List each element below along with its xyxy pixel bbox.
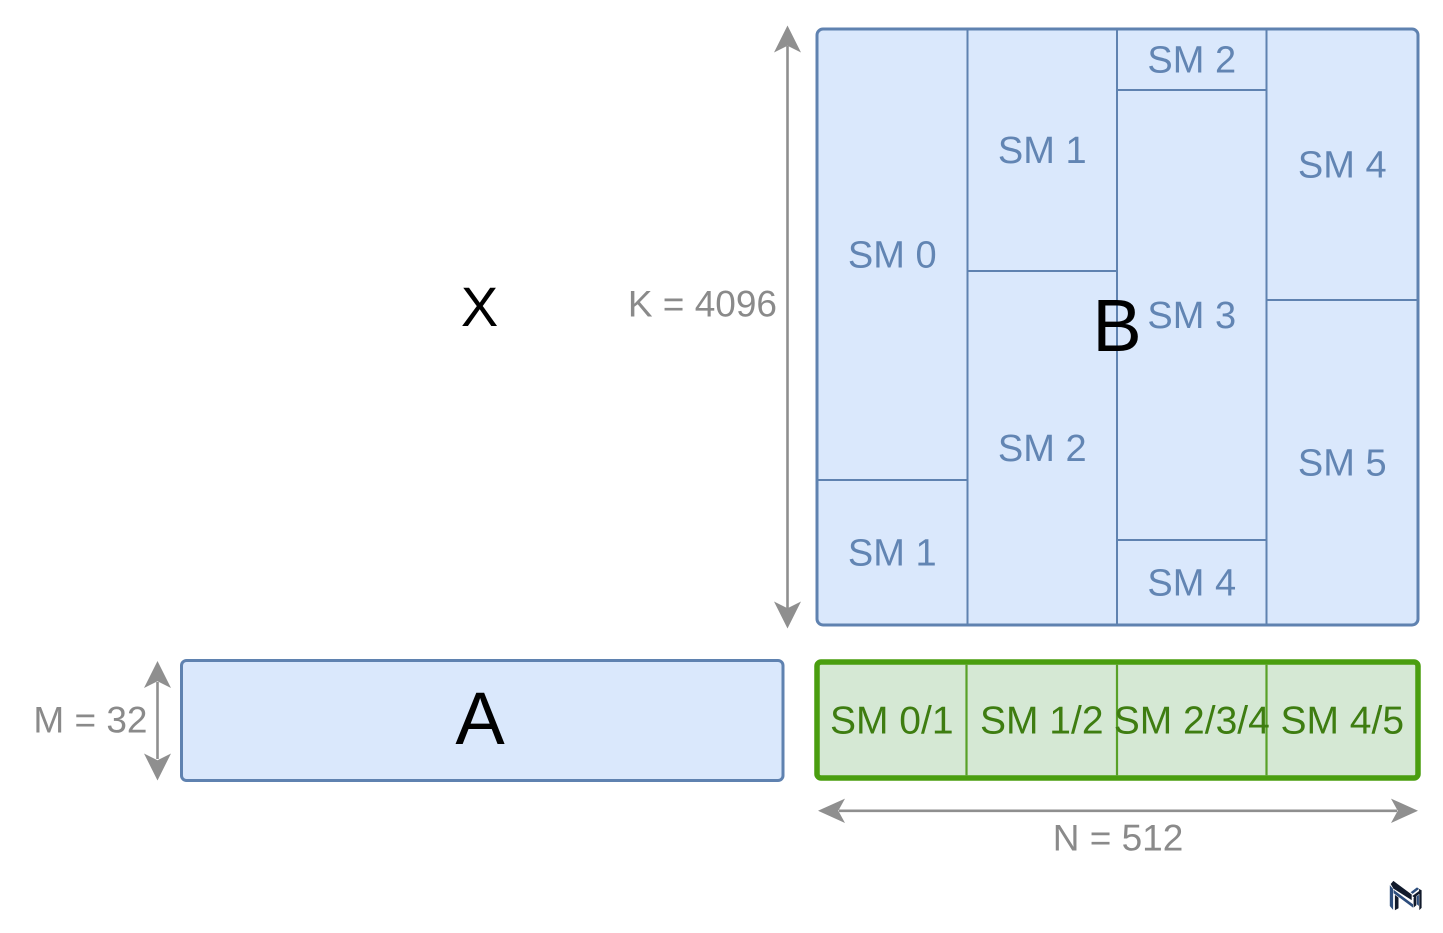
svg-text:SM 2: SM 2 — [998, 428, 1087, 470]
svg-text:SM 2/3/4: SM 2/3/4 — [1114, 700, 1270, 743]
svg-text:SM 5: SM 5 — [1298, 443, 1387, 485]
svg-text:A: A — [455, 677, 505, 760]
svg-text:SM 4: SM 4 — [1298, 145, 1387, 187]
svg-text:X: X — [461, 275, 498, 338]
svg-text:SM 4/5: SM 4/5 — [1280, 700, 1404, 743]
svg-text:SM 1/2: SM 1/2 — [980, 700, 1104, 743]
svg-text:SM 0/1: SM 0/1 — [830, 700, 954, 743]
svg-text:SM 1: SM 1 — [848, 533, 937, 575]
svg-text:N = 512: N = 512 — [1053, 818, 1184, 859]
svg-text:K = 4096: K = 4096 — [628, 284, 777, 325]
svg-text:SM 0: SM 0 — [848, 235, 937, 277]
svg-text:SM 1: SM 1 — [998, 130, 1087, 172]
svg-text:SM 3: SM 3 — [1147, 295, 1236, 337]
svg-text:SM 2: SM 2 — [1147, 40, 1236, 82]
svg-text:M = 32: M = 32 — [33, 700, 147, 741]
svg-text:B: B — [1092, 284, 1141, 367]
svg-text:SM 4: SM 4 — [1147, 563, 1236, 605]
